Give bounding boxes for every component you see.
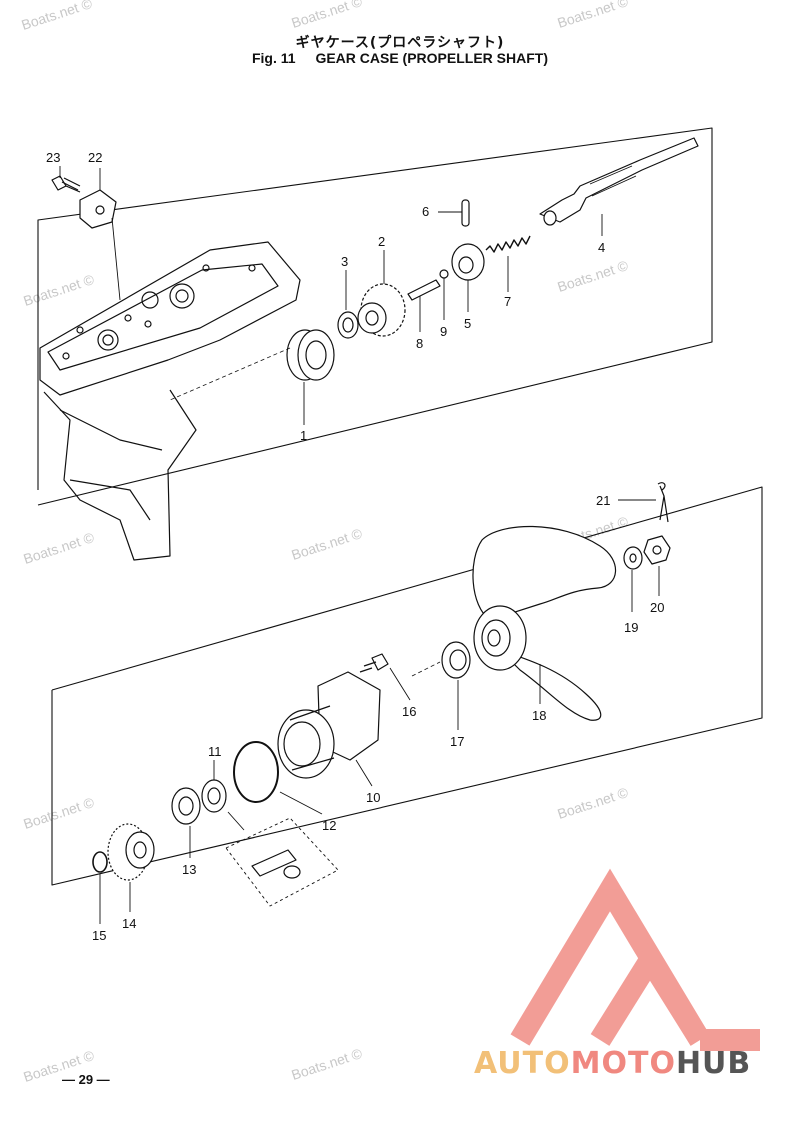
pin-8 xyxy=(407,279,441,301)
bearing-11 xyxy=(201,779,227,813)
label-22: 22 xyxy=(88,150,102,165)
spacer-17 xyxy=(441,641,471,679)
logo-word-moto: MOTO xyxy=(570,1046,676,1081)
bearing-13 xyxy=(171,787,201,825)
label-10: 10 xyxy=(366,790,380,805)
page-title: Fig. 11 GEAR CASE (PROPELLER SHAFT) xyxy=(0,50,800,66)
figure-number: Fig. 11 xyxy=(251,50,296,66)
ball-9 xyxy=(439,269,449,279)
spring-7 xyxy=(485,235,531,253)
automotohub-logo-text: AUTOMOTOHUB xyxy=(474,1046,751,1081)
propeller-18 xyxy=(472,525,617,721)
label-12: 12 xyxy=(322,818,336,833)
label-8: 8 xyxy=(416,336,423,351)
bearing-1 xyxy=(286,329,335,381)
label-20: 20 xyxy=(650,600,664,615)
reverse-gear-14 xyxy=(107,823,155,881)
label-4: 4 xyxy=(598,240,605,255)
label-3: 3 xyxy=(341,254,348,269)
gear-2 xyxy=(357,283,406,337)
label-2: 2 xyxy=(378,234,385,249)
label-16: 16 xyxy=(402,704,416,719)
label-23: 23 xyxy=(46,150,60,165)
logo-word-auto: AUTO xyxy=(474,1046,571,1081)
washer-19 xyxy=(623,546,643,570)
pin-6 xyxy=(461,199,470,227)
gear-case-housing xyxy=(39,241,301,561)
logo-word-hub: HUB xyxy=(675,1046,752,1081)
automotohub-logo-mark xyxy=(510,868,760,1051)
label-18: 18 xyxy=(532,708,546,723)
label-11: 11 xyxy=(208,744,222,759)
block-22 xyxy=(79,189,117,229)
label-19: 19 xyxy=(624,620,638,635)
upper-frame xyxy=(37,127,713,506)
page-title-japanese: ギヤケース(プロペラシャフト) xyxy=(295,35,505,51)
label-1: 1 xyxy=(300,428,307,443)
figure-title: GEAR CASE (PROPELLER SHAFT) xyxy=(315,50,549,66)
cotter-pin-21 xyxy=(657,482,669,523)
label-9: 9 xyxy=(440,324,447,339)
circlip-15 xyxy=(92,851,108,873)
label-7: 7 xyxy=(504,294,511,309)
label-15: 15 xyxy=(92,928,106,943)
label-14: 14 xyxy=(122,916,136,931)
page-number: — 29 — xyxy=(62,1072,110,1087)
label-17: 17 xyxy=(450,734,464,749)
label-5: 5 xyxy=(464,316,471,331)
bearing-housing-10 xyxy=(277,671,381,779)
label-13: 13 xyxy=(182,862,196,877)
propeller-shaft-4 xyxy=(539,137,699,226)
bolt-16 xyxy=(359,653,389,673)
label-6: 6 xyxy=(422,204,429,219)
label-21: 21 xyxy=(596,493,610,508)
o-ring-12 xyxy=(233,741,279,803)
kit-parts xyxy=(251,849,301,879)
nut-20 xyxy=(643,535,671,565)
kit-box xyxy=(225,817,339,907)
part-labels: 23 22 6 2 3 4 7 5 9 8 1 21 19 20 18 17 1… xyxy=(46,150,664,943)
washer-3 xyxy=(337,311,359,339)
bolt-23 xyxy=(51,175,81,193)
slider-5 xyxy=(451,243,485,281)
